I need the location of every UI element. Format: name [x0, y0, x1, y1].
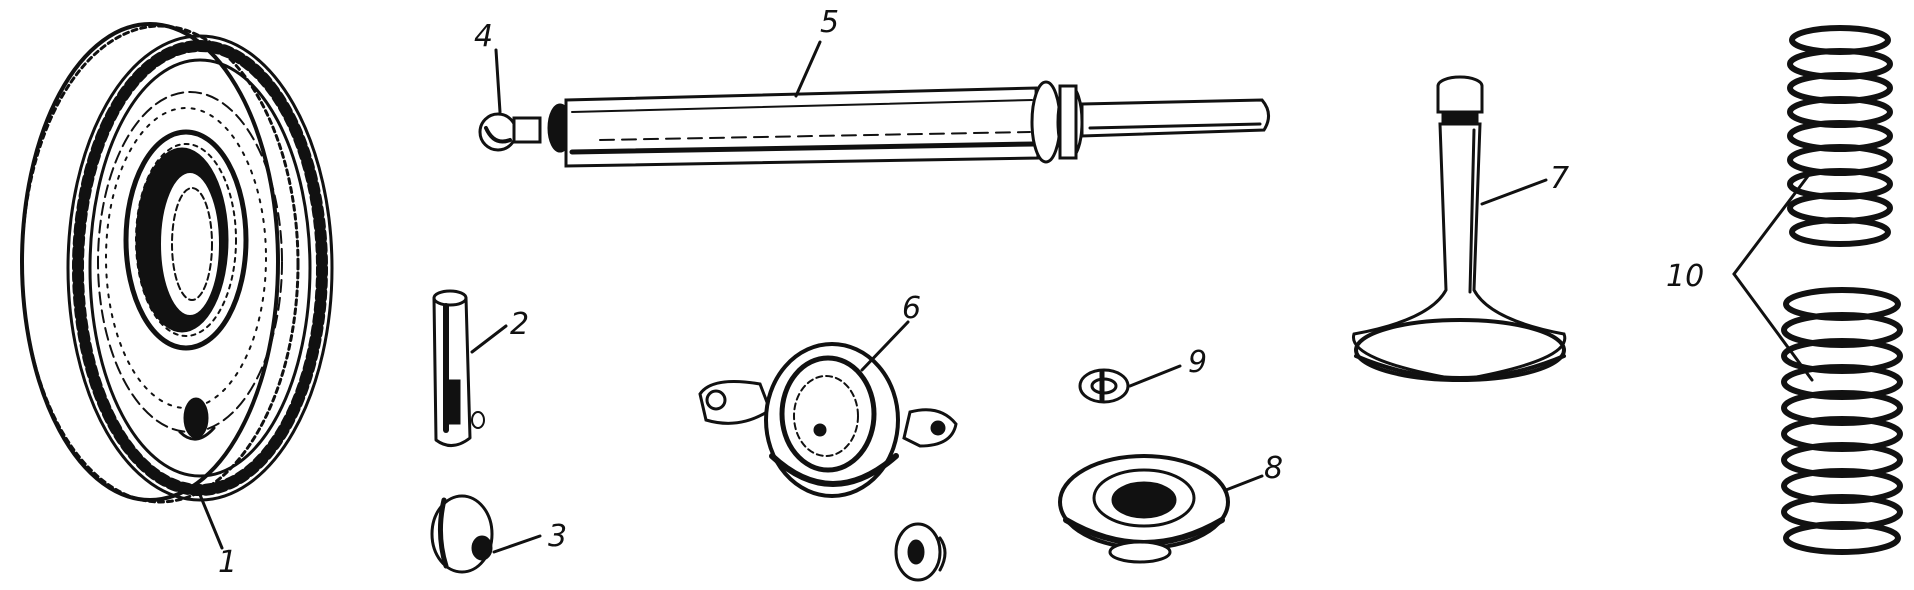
label-1: 1 [218, 545, 237, 580]
adjusting-nut-drawing [430, 494, 542, 574]
upper-spring [1787, 25, 1893, 247]
valve-cotter-drawing [1078, 364, 1182, 404]
cam-gear-drawing [20, 22, 334, 550]
valve-springs-drawing [1732, 25, 1903, 555]
label-2: 2 [510, 307, 529, 342]
valve-drawing [1352, 75, 1567, 382]
label-3: 3 [548, 519, 567, 554]
bushing-drawing [894, 522, 947, 582]
label-8: 8 [1264, 451, 1283, 486]
label-9: 9 [1188, 345, 1207, 380]
label-10: 10 [1666, 259, 1704, 294]
label-5: 5 [820, 5, 839, 40]
tappet-drawing [432, 289, 508, 447]
spring-washer-drawing [1058, 454, 1264, 564]
rocker-arm-drawing [698, 320, 958, 498]
push-rod-drawing [478, 40, 1270, 168]
label-4: 4 [474, 19, 493, 54]
lower-spring [1781, 287, 1903, 555]
label-6: 6 [902, 291, 921, 326]
label-7: 7 [1550, 161, 1569, 196]
